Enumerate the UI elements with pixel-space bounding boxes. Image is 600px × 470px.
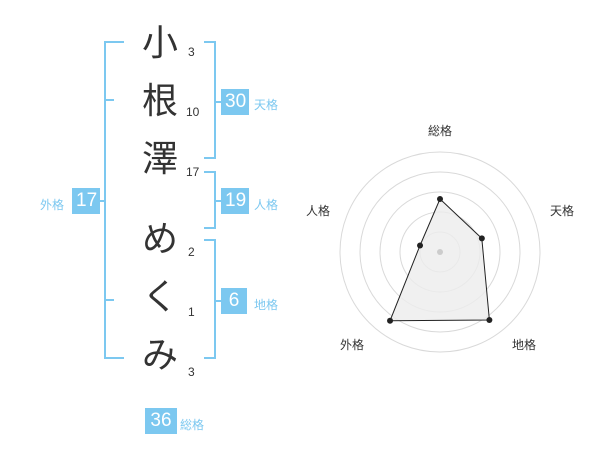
name-char-1: 小	[141, 23, 178, 64]
jinkaku-bracket-top	[204, 171, 216, 173]
name-char-4: め	[141, 219, 178, 260]
radar-label-gaikaku: 外格	[340, 338, 365, 352]
tenkaku-label: 天格	[254, 98, 279, 112]
gaikaku-bracket-top	[104, 41, 124, 43]
stroke-count-2: 10	[186, 105, 200, 119]
jinkaku-connector	[214, 200, 222, 202]
stroke-count-4: 2	[188, 245, 195, 259]
gaikaku-connector	[98, 200, 106, 202]
radar-label-soukaku: 総格	[428, 124, 453, 138]
name-char-2: 根	[141, 81, 178, 122]
radar-label-jinkaku: 人格	[306, 204, 331, 218]
gaikaku-label: 外格	[40, 198, 65, 212]
radar-ring	[339, 151, 541, 353]
name-char-6: み	[141, 335, 178, 376]
stroke-count-6: 3	[188, 365, 195, 379]
name-char-3: 澤	[141, 139, 178, 180]
chikaku-bracket	[214, 239, 216, 359]
radar-points	[387, 196, 493, 324]
tenkaku-value: 30	[221, 89, 249, 115]
stroke-count-5: 1	[188, 305, 195, 319]
radar-point-bottom_left	[387, 317, 394, 324]
gaikaku-bracket-tick-1	[104, 99, 114, 101]
radar-area	[389, 198, 490, 322]
jinkaku-label: 人格	[254, 198, 279, 212]
soukaku-value: 36	[145, 408, 177, 434]
soukaku-label: 総格	[180, 418, 205, 432]
stroke-count-3: 17	[186, 165, 200, 179]
chikaku-bracket-top	[204, 239, 216, 241]
radar-point-right	[478, 235, 485, 242]
name-char-5: く	[141, 277, 178, 318]
gaikaku-bracket-tick-2	[104, 299, 114, 301]
jinkaku-bracket-bottom	[204, 227, 216, 229]
chikaku-connector	[214, 300, 222, 302]
chikaku-bracket-bottom	[204, 357, 216, 359]
tenkaku-bracket-bottom	[204, 157, 216, 159]
chikaku-value: 6	[221, 288, 247, 314]
tenkaku-connector	[214, 101, 222, 103]
chikaku-label: 地格	[254, 298, 279, 312]
radar-point-top	[437, 196, 443, 202]
radar-point-left	[417, 242, 424, 249]
radar-ring	[359, 171, 521, 333]
stroke-count-1: 3	[188, 45, 195, 59]
radar-center-dot	[437, 249, 443, 255]
radar-label-tenkaku: 天格	[550, 204, 575, 218]
radar-point-bottom_right	[486, 316, 493, 323]
tenkaku-bracket-top	[204, 41, 216, 43]
gaikaku-value: 17	[72, 188, 100, 214]
tenkaku-bracket	[214, 41, 216, 159]
jinkaku-value: 19	[221, 188, 249, 214]
radar-label-chikaku: 地格	[512, 338, 537, 352]
gaikaku-bracket-bottom	[104, 357, 124, 359]
